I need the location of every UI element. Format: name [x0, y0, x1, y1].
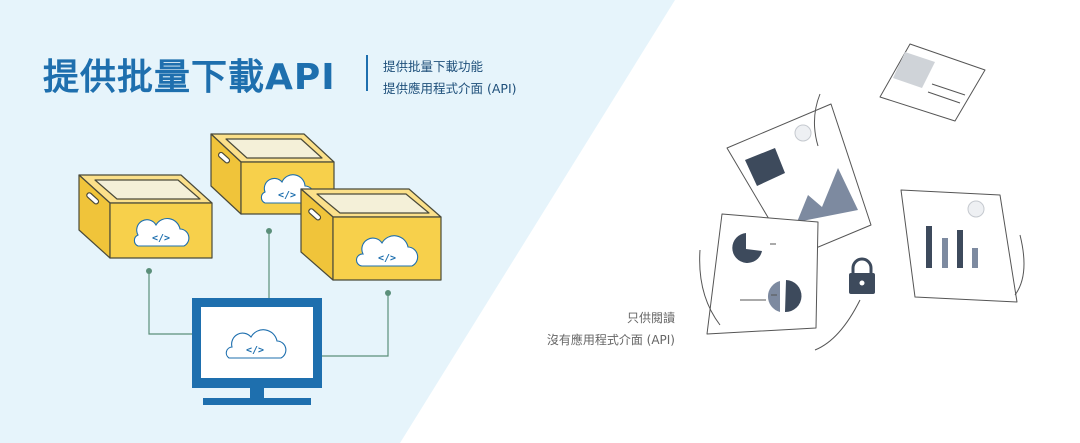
lock-icon — [849, 257, 875, 294]
code-tag-right: </> — [378, 253, 396, 264]
caption-line-1: 只供閱讀 — [626, 311, 675, 325]
cloud-icon-left — [133, 217, 190, 247]
subtitle-line-1: 提供批量下載功能 — [383, 59, 484, 74]
code-tag-left: </> — [152, 233, 170, 244]
code-tag-top: </> — [278, 190, 296, 201]
subtitle-line-2: 提供應用程式介面 (API) — [383, 81, 517, 96]
area-chart-document-icon — [726, 103, 872, 259]
caption-line-2: 沒有應用程式介面 (API) — [546, 333, 675, 347]
monitor-icon — [192, 298, 322, 405]
document-icon — [879, 43, 986, 122]
title-divider — [366, 55, 368, 91]
connector-lines — [148, 231, 389, 357]
bar-chart-document-icon — [900, 189, 1018, 303]
pie-chart-document-icon — [706, 213, 819, 335]
code-tag-monitor: </> — [246, 345, 264, 356]
cloud-icon-right — [355, 235, 419, 267]
page-title: 提供批量下載API — [43, 57, 336, 98]
